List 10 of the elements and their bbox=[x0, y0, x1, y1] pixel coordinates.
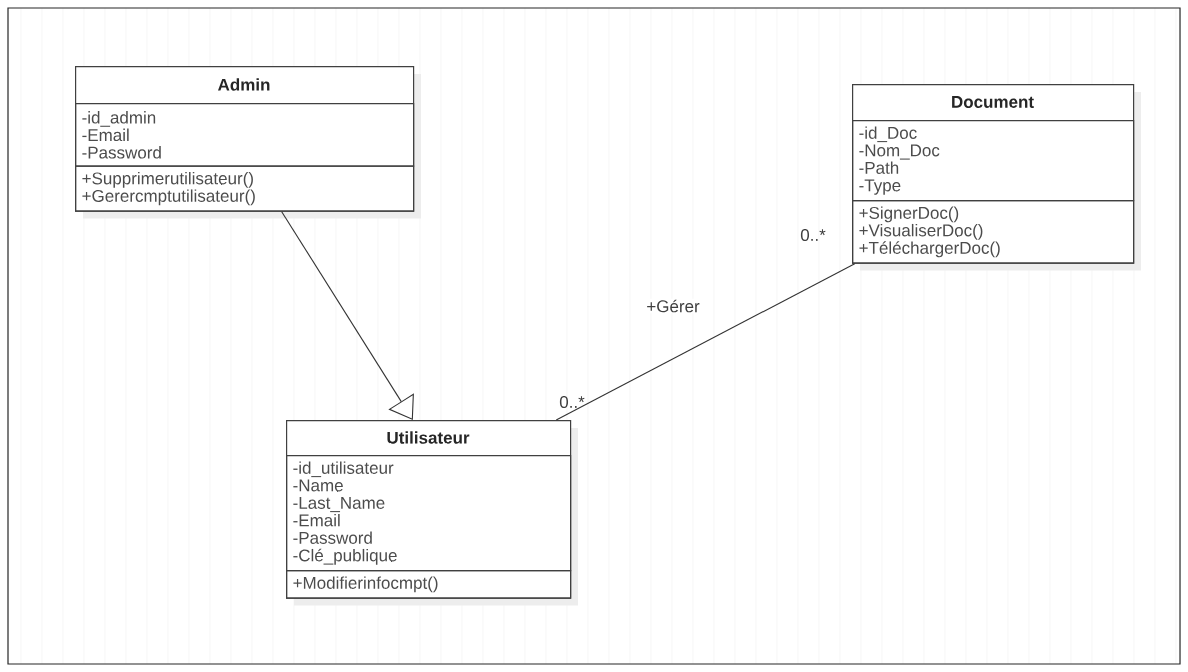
compartment: -id_admin -Email -Password bbox=[75, 103, 415, 167]
compartment: -id_Doc -Nom_Doc -Path -Type bbox=[852, 120, 1135, 202]
connector bbox=[555, 263, 856, 421]
connector bbox=[281, 211, 414, 420]
compartment: +Modifierinfocmpt() bbox=[286, 570, 572, 599]
compartment: +Supprimerutilisateur() +Gerercmptutilisateur() bbox=[75, 165, 415, 212]
compartment: -id_utilisateur -Name -Last_Name -Email -Password -Clé_publique bbox=[286, 455, 572, 572]
multiplicity-label: 0..* bbox=[800, 229, 826, 242]
compartment: +SignerDoc() +VisualiserDoc() +TéléchargerDoc() bbox=[852, 200, 1135, 264]
multiplicity-label: 0..* bbox=[559, 396, 585, 409]
